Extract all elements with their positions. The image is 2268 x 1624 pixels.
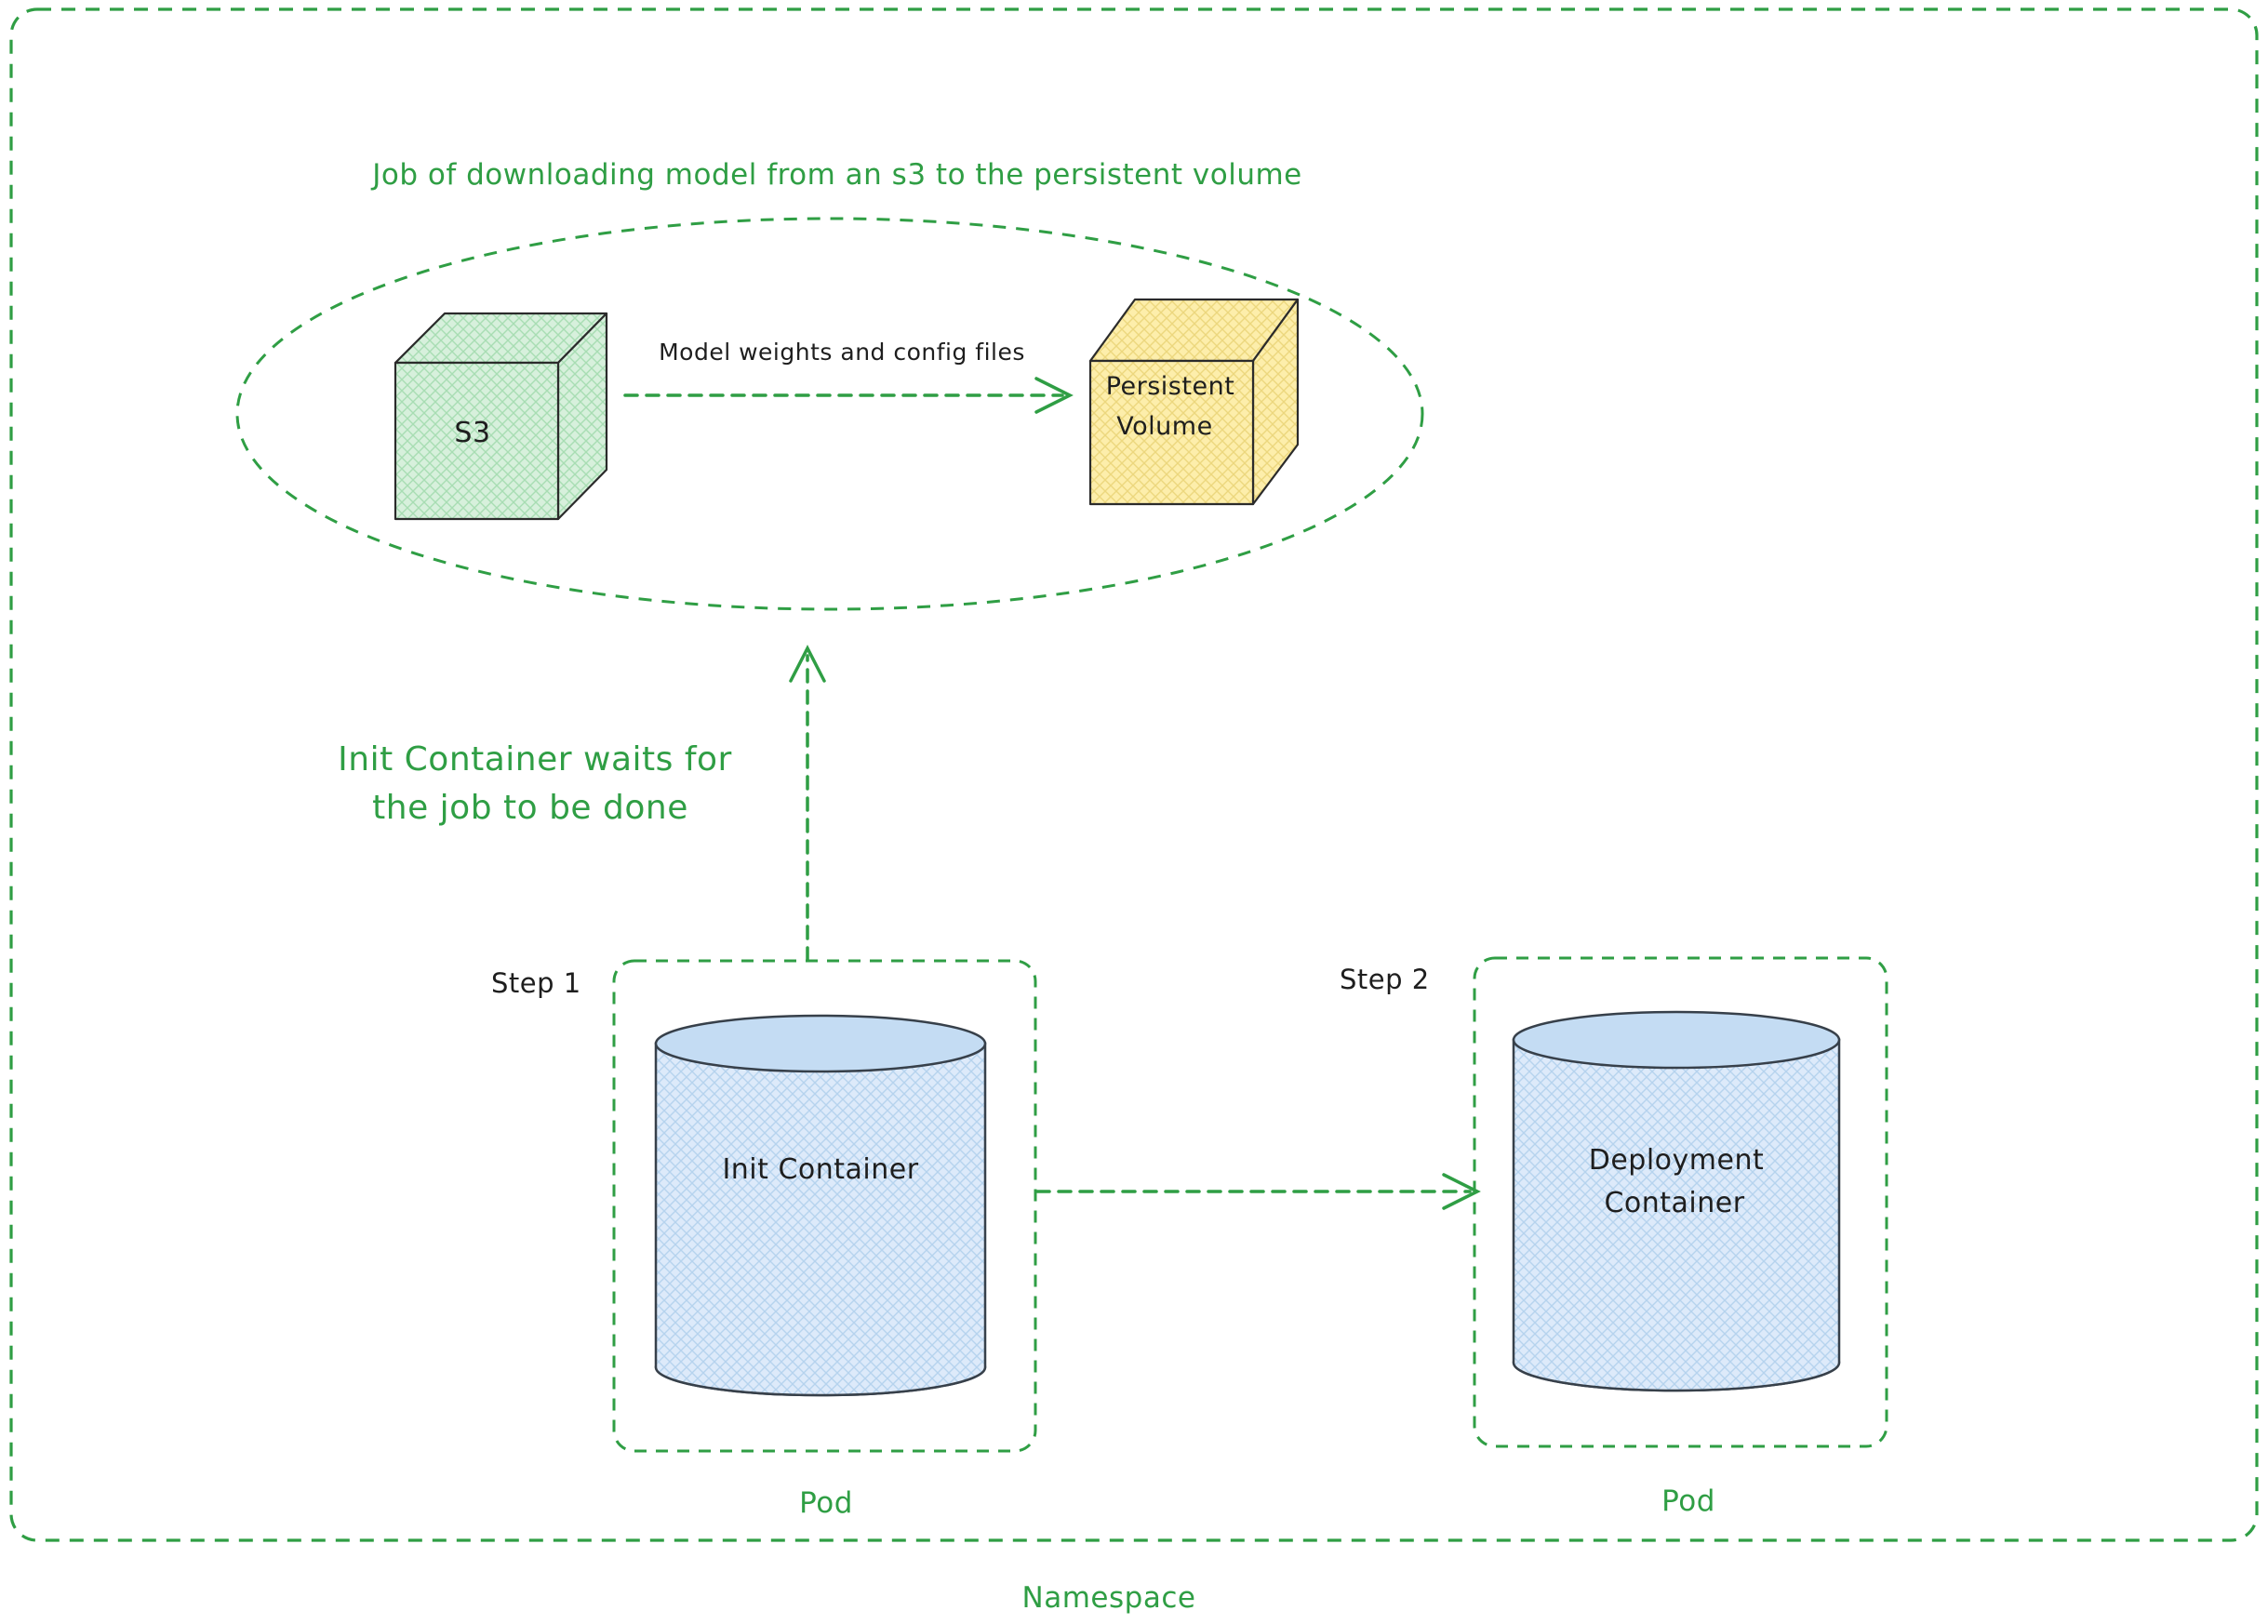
step2-label: Step 2 — [1340, 964, 1430, 995]
persistent-volume-label-line2: Volume — [1116, 412, 1213, 441]
step1-label: Step 1 — [491, 967, 581, 999]
arrow-step1-to-step2 — [1035, 1173, 1481, 1210]
wait-note-line1: Init Container waits for — [338, 740, 732, 779]
deployment-container-label-line2: Container — [1604, 1187, 1745, 1219]
namespace-label: Namespace — [1021, 1581, 1196, 1615]
s3-cube-label: S3 — [454, 417, 491, 449]
wait-note-line2: the job to be done — [372, 789, 688, 827]
deployment-container-cylinder — [1512, 1010, 1841, 1392]
persistent-volume-label-line1: Persistent — [1105, 372, 1235, 401]
pod2-label: Pod — [1661, 1484, 1715, 1518]
pod2-border — [1473, 956, 1888, 1448]
job-group-ellipse — [235, 217, 1424, 611]
init-container-label: Init Container — [722, 1153, 919, 1186]
pod1-label: Pod — [799, 1486, 853, 1520]
arrow-s3-to-pv — [623, 377, 1074, 414]
pod1-border — [612, 959, 1037, 1453]
persistent-volume-cube — [1088, 298, 1300, 506]
init-container-cylinder — [654, 1014, 987, 1397]
job-title: Job of downloading model from an s3 to t… — [372, 158, 1302, 192]
namespace-border — [9, 7, 2259, 1542]
deployment-container-label-line1: Deployment — [1588, 1144, 1765, 1177]
arrow-wait-for-job — [789, 645, 826, 962]
arrow-s3-to-pv-label: Model weights and config files — [659, 339, 1025, 366]
s3-cube — [394, 312, 608, 521]
